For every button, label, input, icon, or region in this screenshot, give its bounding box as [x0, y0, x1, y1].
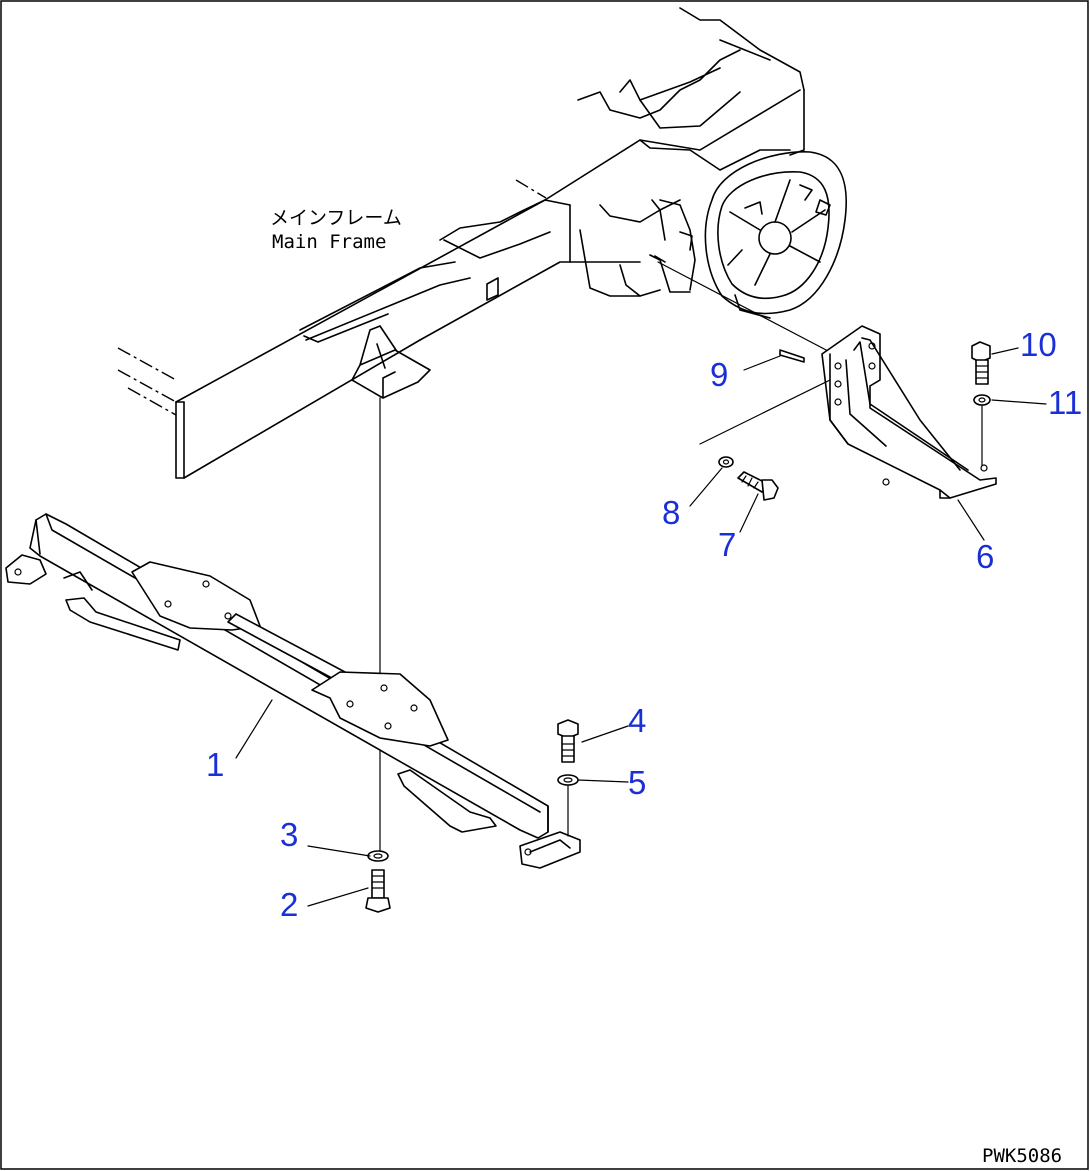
drawing-code: PWK5086 — [982, 1145, 1062, 1167]
part-10-bolt — [971, 341, 991, 385]
main-frame-jp-label: メインフレーム — [270, 207, 402, 229]
callout-2: 2 — [280, 886, 298, 923]
part-1-rail — [5, 513, 581, 869]
part-9-pin — [779, 349, 805, 363]
part-7-bolt — [737, 471, 779, 501]
callout-3: 3 — [280, 816, 298, 853]
callout-10: 10 — [1020, 326, 1057, 363]
part-6-bracket — [821, 325, 997, 499]
part-8-washer — [699, 379, 831, 468]
part-4-bolt — [557, 719, 579, 763]
callout-8: 8 — [662, 494, 680, 531]
callout-1: 1 — [206, 746, 224, 783]
part-3-washer — [367, 850, 389, 862]
callout-leaders — [235, 347, 1047, 907]
part-5-washer — [557, 774, 579, 837]
main-frame-en-label: Main Frame — [272, 231, 386, 253]
callout-9: 9 — [710, 356, 728, 393]
part-2-bolt — [365, 869, 391, 913]
main-frame — [117, 7, 847, 479]
callout-7: 7 — [718, 526, 736, 563]
callout-4: 4 — [628, 702, 646, 739]
callout-5: 5 — [628, 764, 646, 801]
leader-frame-to-bracket — [657, 261, 831, 353]
callout-11: 11 — [1048, 384, 1082, 421]
part-11-washer — [973, 394, 991, 467]
callout-6: 6 — [976, 538, 994, 575]
